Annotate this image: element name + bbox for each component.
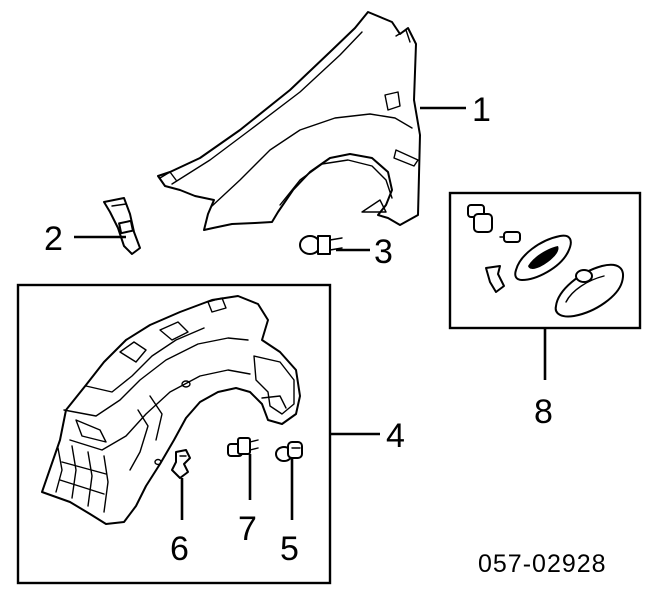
callout-7: 7 — [238, 510, 257, 548]
bolt-icon[interactable] — [299, 235, 343, 255]
push-clip-icon[interactable] — [171, 449, 191, 479]
callout-3: 3 — [374, 233, 393, 271]
callout-6: 6 — [170, 530, 189, 568]
fender-bracket-icon[interactable] — [103, 197, 141, 255]
callout-2: 2 — [44, 220, 63, 258]
callout-4: 4 — [386, 417, 405, 455]
front-fender-icon[interactable] — [157, 11, 421, 231]
diagram-code: 057-02928 — [478, 550, 607, 578]
clip-icon[interactable] — [275, 441, 303, 462]
screw-grommet-icon[interactable] — [227, 437, 259, 457]
callout-1: 1 — [472, 91, 491, 129]
side-marker-lamp-icon[interactable] — [467, 204, 624, 318]
callout-5: 5 — [280, 530, 299, 568]
fender-liner-icon[interactable] — [41, 295, 301, 525]
callout-8: 8 — [534, 393, 553, 431]
